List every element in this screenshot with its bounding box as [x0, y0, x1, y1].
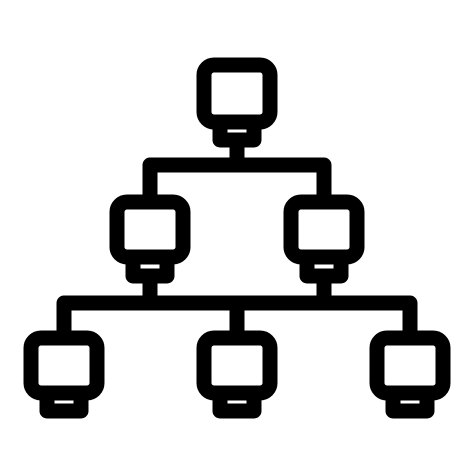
leaf-center-base	[212, 385, 262, 419]
upper-bar	[142, 157, 332, 197]
root-node-icon	[196, 57, 278, 148]
mid-right-base	[299, 249, 349, 284]
leaf-center-node-icon	[196, 330, 278, 419]
root-screen	[196, 57, 278, 130]
leaf-left-base	[39, 385, 89, 419]
leaf-right-screen	[369, 330, 451, 401]
leaf-center-screen	[196, 330, 278, 401]
mid-left-node-icon	[109, 194, 191, 284]
leaf-left-node-icon	[23, 330, 105, 419]
mid-right-screen	[283, 194, 365, 265]
mid-left-base	[125, 249, 175, 284]
leaf-right-base	[385, 385, 435, 419]
leaf-right-node-icon	[369, 330, 451, 419]
mid-left-screen	[109, 194, 191, 265]
root-base	[212, 114, 262, 148]
leaf-left-screen	[23, 330, 105, 401]
mid-right-node-icon	[283, 194, 365, 284]
